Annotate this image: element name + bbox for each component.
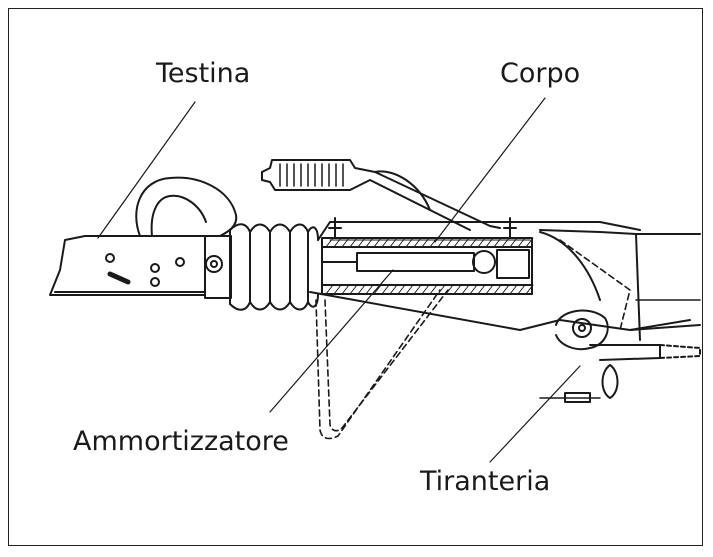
lowered-lever-dashed bbox=[315, 239, 631, 440]
label-ammortizzatore: Ammortizzatore bbox=[73, 426, 289, 457]
handbrake-lever bbox=[261, 159, 501, 231]
body-tube bbox=[321, 237, 533, 295]
label-tiranteria: Tiranteria bbox=[420, 466, 551, 497]
leader-lines bbox=[97, 97, 581, 463]
bellows bbox=[229, 223, 319, 311]
label-corpo: Corpo bbox=[500, 58, 581, 89]
linkage bbox=[539, 309, 701, 403]
drawbar-body bbox=[309, 221, 701, 341]
label-testina: Testina bbox=[156, 58, 251, 89]
mount-bolts bbox=[328, 217, 517, 239]
diagram-frame bbox=[8, 8, 703, 546]
coupling-head bbox=[49, 176, 238, 299]
shock-absorber bbox=[321, 252, 475, 272]
tube-hatching bbox=[325, 237, 534, 295]
